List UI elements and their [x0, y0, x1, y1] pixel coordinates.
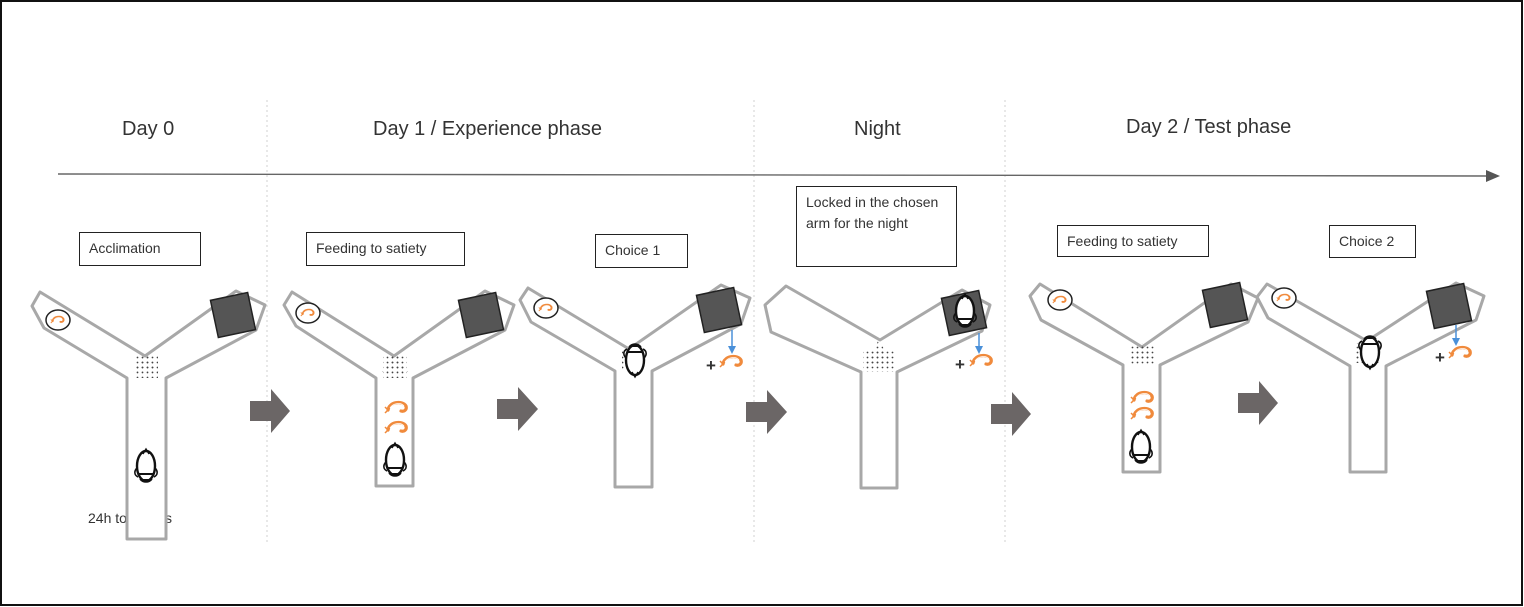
plus-sign: + [706, 356, 716, 375]
phase-label-night: Night [854, 118, 901, 140]
y-maze-night [763, 284, 993, 490]
block-arrow-right [1238, 381, 1278, 425]
step-box-acclimation: Acclimation [79, 232, 201, 266]
block-arrow-right [497, 387, 538, 431]
phase-label-day0: Day 0 [122, 118, 175, 140]
y-maze-choice-1 [518, 283, 752, 489]
plus-sign: + [1435, 348, 1445, 367]
phase-separators [266, 100, 1006, 545]
block-arrow-right [250, 389, 290, 433]
y-maze-acclimation [30, 289, 267, 541]
y-maze-feeding-2 [1028, 281, 1260, 474]
y-maze-feeding-1 [282, 289, 516, 488]
step-arrows [250, 381, 1278, 436]
step-box-feeding-2: Feeding to satiety [1057, 225, 1209, 257]
step-box-feeding-1: Feeding to satiety [306, 232, 465, 266]
block-arrow-right [991, 392, 1031, 436]
timeline-arrow [57, 170, 1500, 182]
plus-sign: + [955, 355, 965, 374]
step-box-choice-2: Choice 2 [1329, 225, 1416, 258]
step-box-choice-1: Choice 1 [595, 234, 688, 268]
step-box-locked-night: Locked in the chosen arm for the night [796, 186, 957, 267]
phase-label-day1: Day 1 / Experience phase [373, 118, 603, 140]
y-maze-choice-2 [1255, 281, 1486, 474]
phase-label-day2: Day 2 / Test phase [1126, 116, 1292, 138]
block-arrow-right [746, 390, 787, 434]
